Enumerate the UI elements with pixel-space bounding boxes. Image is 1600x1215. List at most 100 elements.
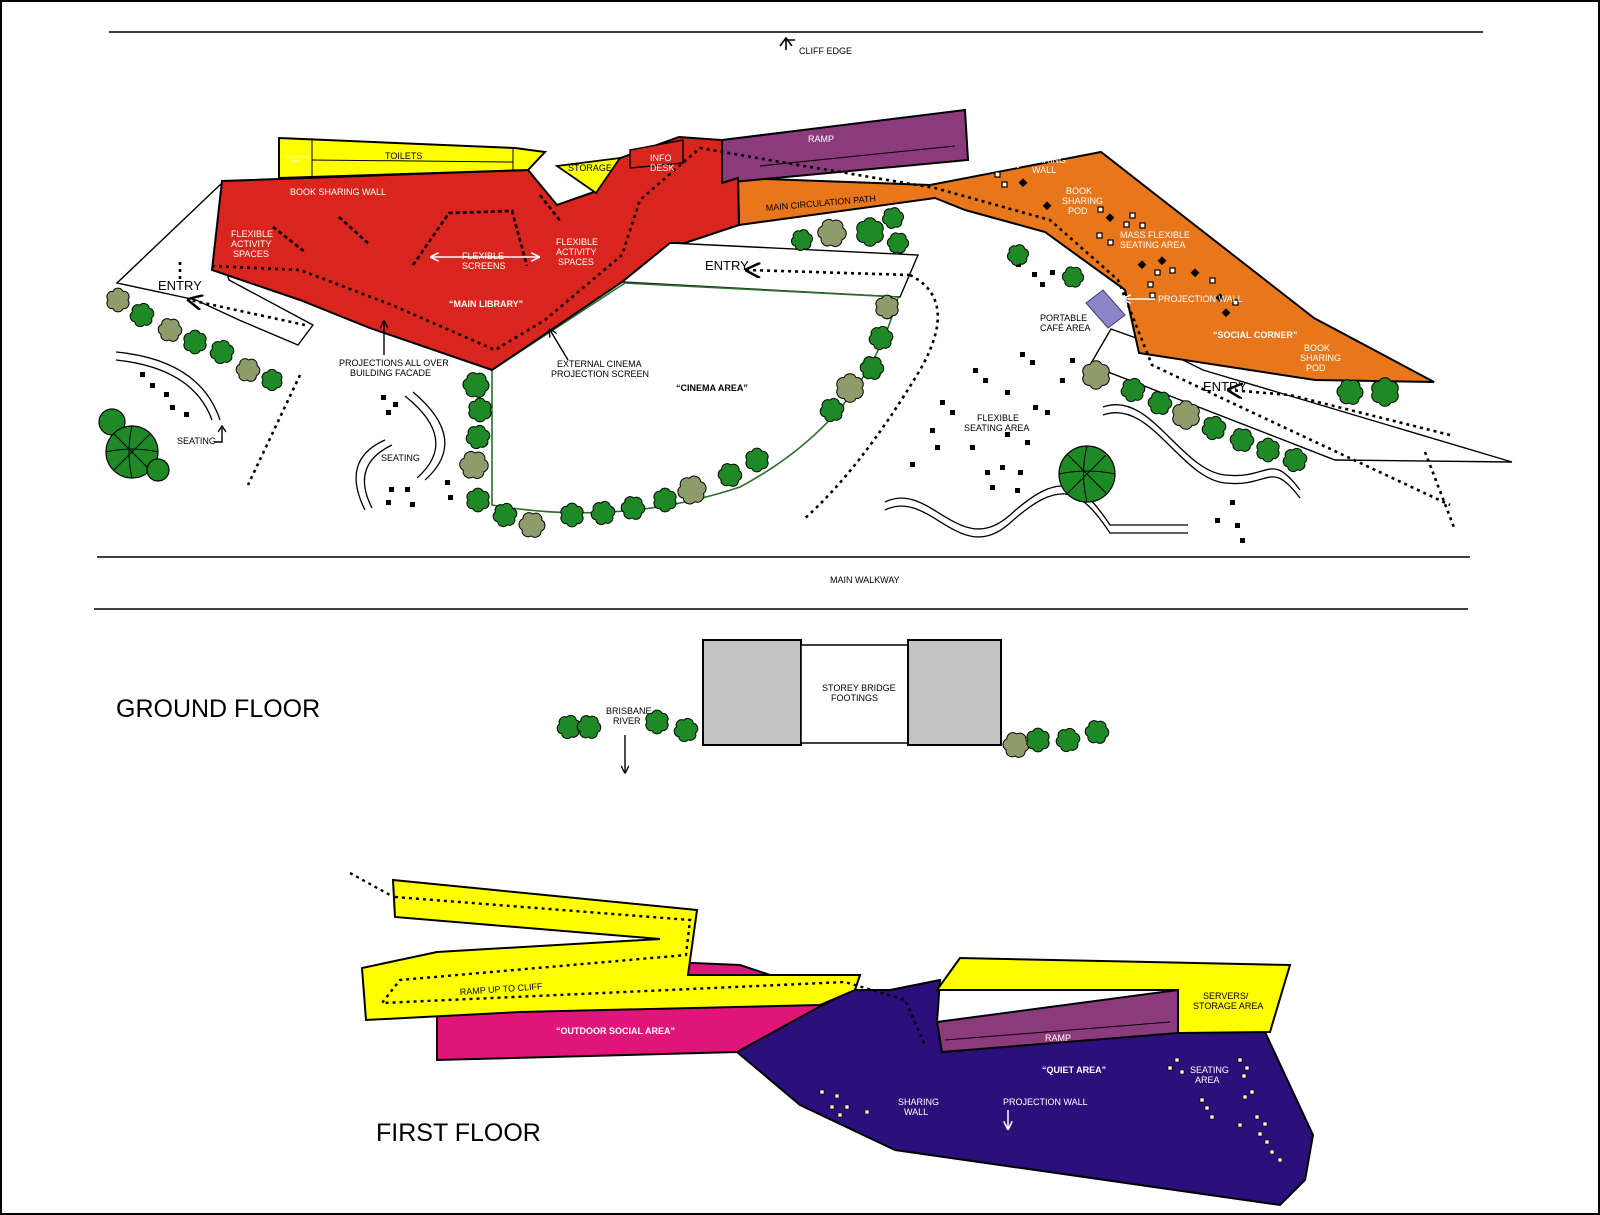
entry-left-label: ENTRY <box>158 278 202 293</box>
tree-icon <box>1172 400 1200 430</box>
tree-icon <box>1229 428 1255 452</box>
tree-icons-ground <box>106 207 1399 758</box>
flexible-screens <box>272 194 563 267</box>
tree-icon <box>817 219 847 247</box>
projections-facade-label: PROJECTIONS ALL OVER <box>339 358 449 368</box>
seating-area-label-2: AREA <box>1195 1075 1220 1085</box>
tree-icon <box>859 356 885 380</box>
tree-icon <box>209 339 235 365</box>
tree-icon <box>653 487 677 513</box>
tree-icon <box>465 424 491 450</box>
cliff-edge-label: CLIFF EDGE <box>799 46 852 56</box>
storey-bridge-label-2: FOOTINGS <box>831 693 878 703</box>
ramp-up-to-cliff <box>360 878 862 1022</box>
book-sharing-wall-label: BOOK SHARING WALL <box>290 187 386 197</box>
tree-icon <box>645 709 669 735</box>
tree-icon <box>235 358 261 382</box>
tree-icon <box>560 502 584 528</box>
flexible-activity-left-label-2: ACTIVITY <box>231 239 272 249</box>
tree-icon <box>875 294 899 320</box>
circulation-path-entry-mid <box>748 270 911 275</box>
outdoor-social-label: “OUTDOOR SOCIAL AREA” <box>556 1026 675 1036</box>
external-cinema-arrow-icon <box>550 330 569 361</box>
tree-icon <box>819 397 845 423</box>
storage-label: STORAGE <box>568 163 612 173</box>
river-bridge-section: GROUND FLOOR STOREY BRIDGE FOOTINGS BRIS… <box>116 639 1002 772</box>
book-sharing-pod-label-3: POD <box>1068 206 1088 216</box>
cleaning-rm-label-2: RM <box>292 159 299 164</box>
first-floor-ramp-label: RAMP <box>1045 1033 1071 1043</box>
bridge-deck <box>800 644 909 744</box>
flexible-screens-label-2: SCREENS <box>462 261 506 271</box>
tree-icon <box>468 397 492 423</box>
info-desk-label: INFO <box>650 153 672 163</box>
projection-wall-label: PROJECTION WALL <box>1158 294 1243 304</box>
tree-icon <box>576 715 602 739</box>
tree-icon <box>459 451 489 479</box>
storage-room <box>554 156 622 195</box>
projections-facade-label-2: BUILDING FACADE <box>350 368 431 378</box>
social-corner-zone <box>736 150 1435 383</box>
tree-icon <box>868 325 894 351</box>
cliff-edge-arrow-icon <box>779 36 795 50</box>
tree-icon <box>882 207 904 229</box>
main-library-label: “MAIN LIBRARY” <box>449 299 523 309</box>
book-sharing-pod-label-2: SHARING <box>1062 196 1103 206</box>
social-corner-label: “SOCIAL CORNER” <box>1213 330 1297 340</box>
path-right-down <box>1423 451 1457 531</box>
tree-icon <box>677 475 707 505</box>
toilets-label: TOILETS <box>385 151 422 161</box>
tree-icon <box>466 487 490 513</box>
flexible-activity-right-label-3: SPACES <box>558 257 594 267</box>
flexible-activity-right-label-2: ACTIVITY <box>556 247 597 257</box>
tree-icon <box>261 368 283 392</box>
ramp-up-to-cliff-path <box>379 895 927 1046</box>
tree-icon <box>886 232 910 254</box>
cleaning-rm-label: CLEANING <box>286 154 310 159</box>
portable-cafe <box>1085 289 1126 329</box>
projection-wall-ff-label: PROJECTION WALL <box>1003 1097 1088 1107</box>
tree-icon <box>1336 379 1364 405</box>
tree-icon <box>462 372 490 398</box>
info-desk <box>629 139 684 169</box>
book-sharing-pod2-label-3: POD <box>1306 363 1326 373</box>
main-circulation-path <box>211 146 1451 507</box>
tree-icon <box>157 318 183 342</box>
seating-left-arrow-icon <box>215 424 227 443</box>
cinema-area-label: “CINEMA AREA” <box>676 383 748 393</box>
quiet-area-label: “QUIET AREA” <box>1042 1065 1106 1075</box>
info-desk-label-2: DESK <box>650 163 675 173</box>
ground-floor-title: GROUND FLOOR <box>116 695 320 723</box>
tree-icon <box>518 512 546 538</box>
external-cinema-label-2: PROJECTION SCREEN <box>551 369 649 379</box>
tree-icon <box>673 717 699 743</box>
tree-icon <box>1026 727 1050 753</box>
brisbane-river-label-2: RIVER <box>613 716 641 726</box>
tree-icon <box>590 500 616 526</box>
tree-icon <box>1055 727 1081 753</box>
tree-icon <box>556 714 582 740</box>
entry-mid-label: ENTRY <box>705 258 749 273</box>
flexible-screens-label: FLEXIBLE <box>462 251 504 261</box>
circulation-path-entry-right <box>1230 390 1451 437</box>
tree-icon <box>1002 732 1030 758</box>
storey-bridge-label: STOREY BRIDGE <box>822 683 896 693</box>
tree-icon <box>492 502 518 528</box>
tree-icon <box>1061 266 1085 288</box>
flexible-activity-left-label-3: SPACES <box>233 249 269 259</box>
sharing-wall-label-2: WALL <box>1032 165 1056 175</box>
first-floor-title: FIRST FLOOR <box>376 1119 541 1147</box>
mass-flexible-label-2: SEATING AREA <box>1120 240 1185 250</box>
seat-icons-orange <box>994 171 1239 318</box>
tree-icon <box>183 329 207 355</box>
tree-icon <box>1147 391 1173 415</box>
bridge-footing-left <box>702 639 802 746</box>
entry-right-label: ENTRY <box>1203 379 1247 394</box>
tree-icon <box>1084 720 1110 744</box>
big-tree-icons <box>98 408 1116 503</box>
portable-cafe-label: PORTABLE <box>1040 313 1087 323</box>
first-floor-ramp <box>935 988 1179 1054</box>
sharing-wall-ff-label: SHARING <box>898 1097 939 1107</box>
